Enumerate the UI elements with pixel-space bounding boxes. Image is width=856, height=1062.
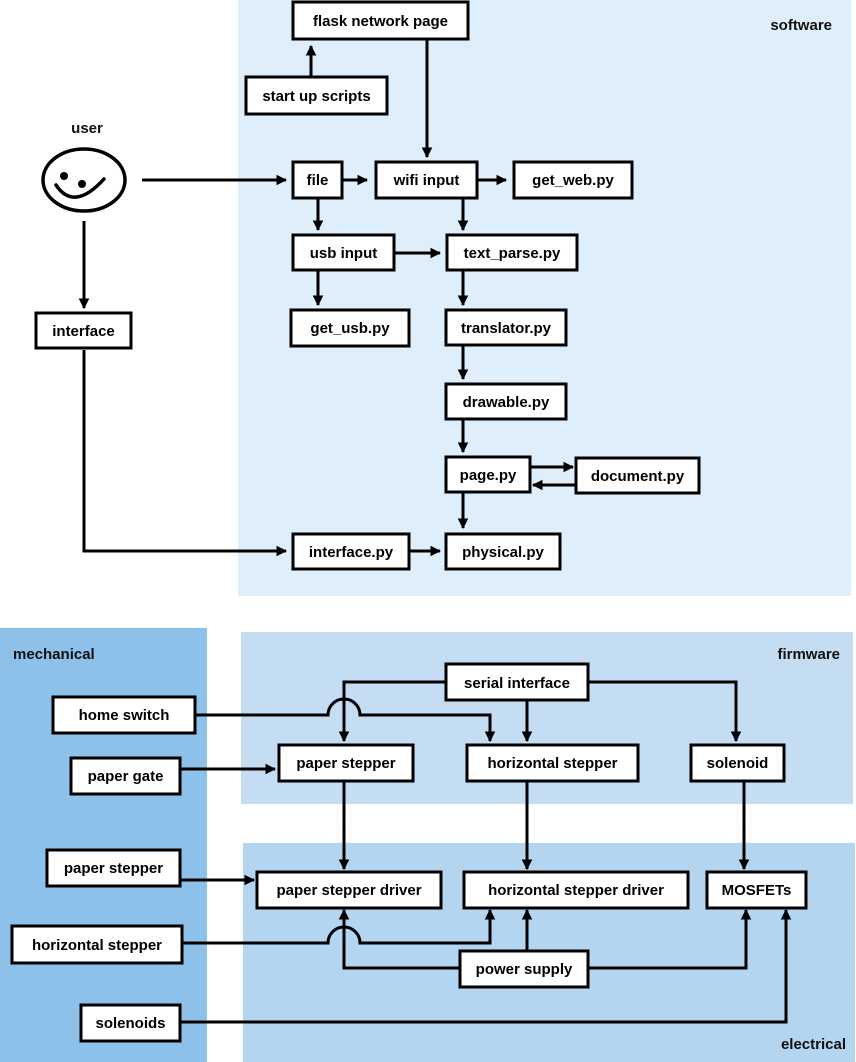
- node-physical-py: physical.py: [444, 532, 562, 571]
- electrical-region-label: electrical: [781, 1036, 846, 1053]
- svg-text:translator.py: translator.py: [461, 320, 552, 337]
- node-page-py: page.py: [444, 455, 532, 494]
- svg-text:MOSFETs: MOSFETs: [722, 882, 792, 899]
- svg-text:flask network page: flask network page: [313, 13, 448, 30]
- firmware-region-label: firmware: [777, 646, 840, 663]
- edge-solenoids-to-mosfets: [180, 908, 792, 1024]
- svg-text:drawable.py: drawable.py: [463, 394, 550, 411]
- svg-text:wifi input: wifi input: [393, 172, 460, 189]
- node-horizontal-stepper-driver: horizontal stepper driver: [462, 870, 690, 910]
- edge-powersupply-to-paper-driver: [338, 908, 460, 970]
- svg-text:solenoids: solenoids: [95, 1015, 165, 1032]
- svg-text:interface: interface: [52, 323, 115, 340]
- node-file: file: [291, 160, 344, 200]
- node-mosfets: MOSFETs: [705, 870, 808, 910]
- svg-text:page.py: page.py: [460, 467, 517, 484]
- node-paper-stepper-mechanical: paper stepper: [45, 848, 182, 888]
- mechanical-region-label: mechanical: [13, 646, 95, 663]
- svg-text:serial interface: serial interface: [464, 675, 570, 692]
- svg-text:power supply: power supply: [476, 961, 573, 978]
- edge-homeswitch-to-horizontal-stepper: [195, 697, 496, 743]
- user-label: user: [71, 120, 103, 137]
- node-drawable-py: drawable.py: [444, 382, 568, 421]
- svg-text:home switch: home switch: [79, 707, 170, 724]
- svg-text:paper stepper: paper stepper: [64, 860, 163, 877]
- hardware-connections: [180, 680, 792, 1024]
- node-get-web-py: get_web.py: [512, 160, 634, 200]
- node-home-switch: home switch: [51, 695, 197, 735]
- node-wifi-input: wifi input: [374, 160, 479, 200]
- svg-text:horizontal stepper: horizontal stepper: [32, 937, 162, 954]
- svg-text:paper stepper: paper stepper: [296, 755, 395, 772]
- svg-text:file: file: [307, 172, 329, 189]
- svg-text:solenoid: solenoid: [707, 755, 769, 772]
- node-usb-input: usb input: [291, 233, 396, 272]
- svg-text:document.py: document.py: [591, 468, 685, 485]
- svg-text:start up scripts: start up scripts: [262, 88, 370, 105]
- svg-text:physical.py: physical.py: [462, 544, 544, 561]
- node-start-up-scripts: start up scripts: [244, 75, 389, 116]
- node-power-supply: power supply: [458, 949, 590, 989]
- smiley-face-icon: [41, 147, 127, 213]
- node-solenoid: solenoid: [689, 743, 786, 783]
- node-interface: interface: [34, 311, 133, 350]
- svg-text:get_web.py: get_web.py: [532, 172, 614, 189]
- node-text-parse-py: text_parse.py: [445, 233, 579, 272]
- node-paper-stepper-driver: paper stepper driver: [255, 870, 443, 910]
- svg-text:usb input: usb input: [310, 245, 378, 262]
- node-horizontal-stepper-mechanical: horizontal stepper: [10, 924, 184, 965]
- node-document-py: document.py: [574, 456, 701, 495]
- node-get-usb-py: get_usb.py: [289, 308, 411, 348]
- node-interface-py: interface.py: [291, 532, 411, 571]
- edge-interface-to-interfacepy: [82, 350, 288, 557]
- node-translator-py: translator.py: [444, 308, 568, 347]
- svg-text:get_usb.py: get_usb.py: [310, 320, 390, 337]
- edge-serial-to-solenoid: [588, 680, 742, 743]
- svg-text:horizontal stepper: horizontal stepper: [487, 755, 617, 772]
- edge-powersupply-to-mosfets: [588, 908, 752, 970]
- edge-serial-to-paper-stepper: [338, 680, 446, 743]
- svg-text:interface.py: interface.py: [309, 544, 394, 561]
- svg-text:paper gate: paper gate: [88, 768, 164, 785]
- node-paper-gate: paper gate: [69, 756, 182, 796]
- software-connections: [78, 39, 576, 557]
- svg-text:horizontal stepper driver: horizontal stepper driver: [488, 882, 664, 899]
- svg-text:text_parse.py: text_parse.py: [464, 245, 561, 262]
- node-serial-interface: serial interface: [444, 662, 590, 702]
- node-solenoids: solenoids: [79, 1003, 182, 1043]
- node-paper-stepper-firmware: paper stepper: [277, 743, 415, 783]
- node-flask-network-page: flask network page: [291, 0, 470, 41]
- node-horizontal-stepper-firmware: horizontal stepper: [465, 743, 640, 783]
- mechanical-region: [0, 628, 207, 1062]
- svg-text:paper stepper driver: paper stepper driver: [276, 882, 421, 899]
- software-region-label: software: [770, 17, 832, 34]
- edge-mech-horizontal-stepper-to-driver: [180, 908, 496, 945]
